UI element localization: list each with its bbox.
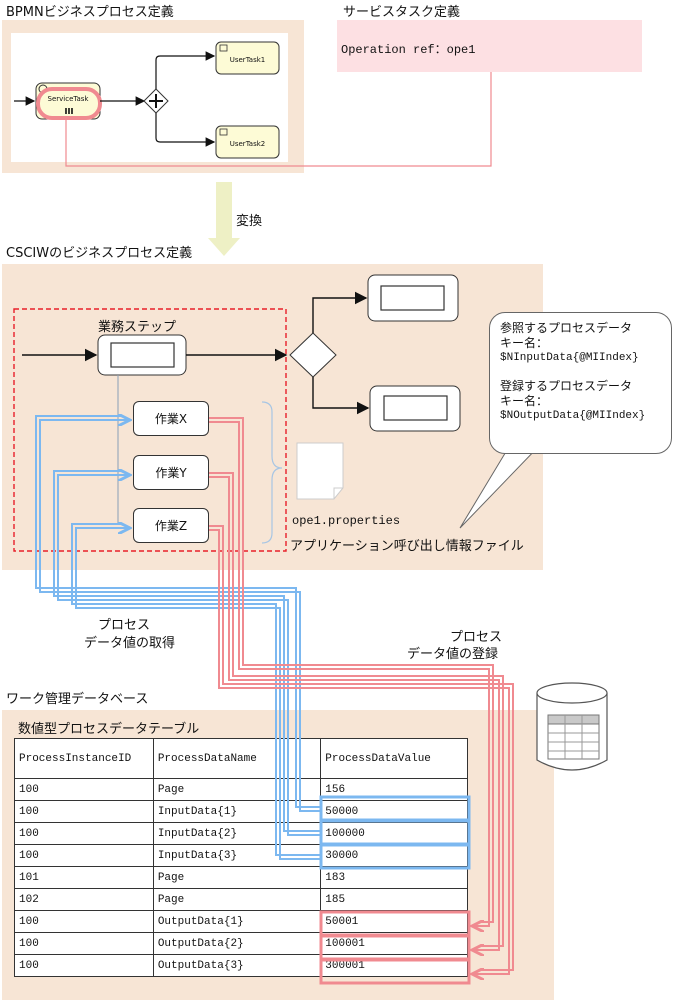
bpmn-title: BPMNビジネスプロセス定義 [6, 5, 174, 20]
table-cell: 100 [14, 954, 154, 977]
service-task-marker-icon: III [65, 107, 74, 116]
table-cell: 100000 [320, 822, 468, 845]
convert-arrow [208, 182, 240, 256]
table-cell: 30000 [320, 844, 468, 867]
csciw-panel [2, 264, 543, 570]
table-header-row: ProcessInstanceID ProcessDataName Proces… [14, 738, 468, 779]
reg-label-line1: プロセス [450, 630, 503, 645]
callout-reg-line1: 登録するプロセスデータ [500, 379, 633, 393]
service-task-label: ServiceTask [47, 95, 89, 103]
convert-label: 変換 [236, 214, 263, 229]
reg-label-line2: データ値の登録 [407, 647, 499, 662]
table-cell: 100001 [320, 932, 468, 955]
table-cell: 156 [320, 778, 468, 801]
table-cell: 185 [320, 888, 468, 911]
csciw-title: CSCIWのビジネスプロセス定義 [6, 246, 193, 261]
table-cell: 101 [14, 866, 154, 889]
column-header: ProcessDataName [152, 738, 322, 779]
service-def-text: Operation ref：ope1 [341, 43, 476, 57]
table-cell: 100 [14, 910, 154, 933]
callout-bubble: 参照するプロセスデータ キー名： $NInputData{@MIIndex} 登… [489, 312, 672, 454]
bpmn-diagram: III [14, 41, 492, 256]
get-label-line2: データ値の取得 [84, 636, 176, 651]
task-z: 作業Z [133, 508, 209, 543]
table-cell: 300001 [320, 954, 468, 977]
table-cell: 100 [14, 800, 154, 823]
file-description: アプリケーション呼び出し情報ファイル [290, 539, 524, 554]
table-cell: 102 [14, 888, 154, 911]
bpmn-branch-up [155, 51, 216, 89]
callout-ref-line1: 参照するプロセスデータ [500, 321, 633, 335]
table-cell: 50001 [320, 910, 468, 933]
table-cell: 183 [320, 866, 468, 889]
db-title: ワーク管理データベース [6, 692, 149, 707]
table-cell: InputData{2} [152, 822, 322, 845]
process-data-table: ProcessInstanceID ProcessDataName Proces… [14, 738, 468, 977]
table-cell: 100 [14, 822, 154, 845]
user-task-2-shape [215, 125, 280, 159]
callout-reg-line3: $NOutputData{@MIIndex} [500, 410, 646, 422]
task-y: 作業Y [133, 455, 209, 490]
column-header: ProcessInstanceID [14, 738, 154, 779]
column-header: ProcessDataValue [320, 738, 468, 779]
table-cell: 50000 [320, 800, 468, 823]
table-cell: Page [152, 778, 322, 801]
user-icon-1 [219, 44, 228, 52]
service-def-box [337, 20, 642, 72]
table-cell: OutputData{2} [152, 932, 322, 955]
user-task-2-label: UserTask2 [229, 140, 266, 148]
table-cell: 100 [14, 778, 154, 801]
user-task-1-shape [215, 41, 280, 75]
task-x: 作業X [133, 401, 209, 436]
table-title: 数値型プロセスデータテーブル [18, 722, 200, 737]
table-cell: OutputData{3} [152, 954, 322, 977]
table-cell: Page [152, 866, 322, 889]
service-def-connector [65, 72, 492, 167]
table-cell: 100 [14, 844, 154, 867]
callout-ref-line3: $NInputData{@MIIndex} [500, 352, 639, 364]
table-cell: OutputData{1} [152, 910, 322, 933]
business-step-label: 業務ステップ [98, 320, 177, 335]
table-cell: InputData{1} [152, 800, 322, 823]
callout-reg-line2: キー名： [500, 394, 549, 408]
file-name: ope1.properties [292, 514, 401, 528]
bpmn-branch-down [155, 113, 216, 147]
service-def-title: サービスタスク定義 [343, 5, 461, 20]
user-icon-2 [219, 128, 228, 136]
get-label-line1: プロセス [98, 618, 151, 633]
user-task-1-label: UserTask1 [229, 56, 266, 64]
callout-ref-line2: キー名： [500, 336, 549, 350]
service-task-highlight [36, 87, 102, 120]
table-cell: InputData{3} [152, 844, 322, 867]
table-cell: 100 [14, 932, 154, 955]
table-cell: Page [152, 888, 322, 911]
